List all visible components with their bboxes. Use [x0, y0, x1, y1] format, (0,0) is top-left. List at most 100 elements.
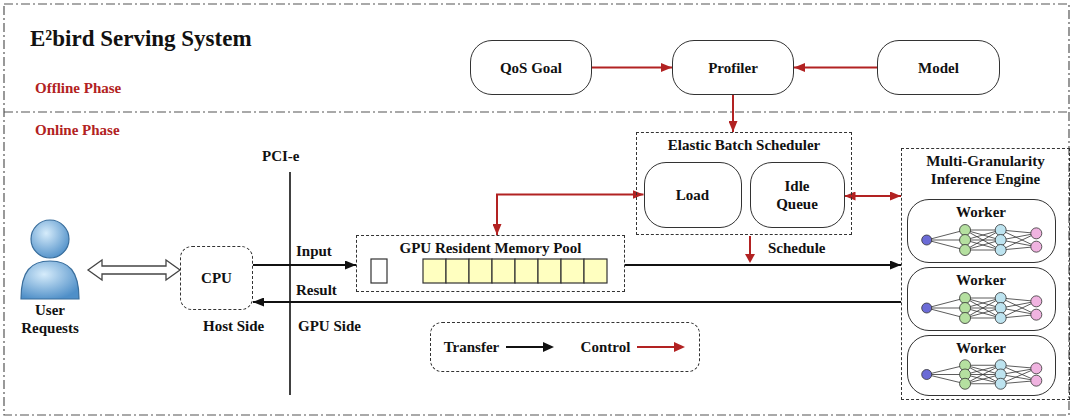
net-neuron	[1030, 309, 1041, 320]
control-arrow	[794, 67, 877, 69]
net-neuron	[995, 244, 1006, 255]
input-box: QoS Goal	[470, 40, 592, 95]
net-neuron	[959, 224, 970, 235]
node-label: Idle Queue	[776, 177, 818, 213]
person-body	[21, 261, 79, 299]
legend-box: Transfer Control	[430, 322, 700, 372]
control-arrow	[845, 195, 902, 197]
memory-cell	[469, 259, 492, 283]
memory-cells	[367, 258, 622, 286]
double-arrow	[88, 260, 180, 280]
net-link	[926, 308, 964, 318]
net-link	[926, 374, 964, 383]
annotation-label: GPU Side	[298, 318, 361, 335]
net-link	[926, 240, 964, 250]
node-label: Elastic Batch Scheduler	[668, 136, 821, 154]
net-link	[926, 298, 964, 308]
net-neuron	[959, 378, 970, 389]
legend-item: Control	[581, 338, 687, 356]
net-neuron	[995, 224, 1006, 235]
legend-line	[637, 346, 676, 348]
net-neuron	[959, 312, 970, 323]
memory-cell	[446, 259, 469, 283]
node-label: QoS Goal	[500, 59, 562, 77]
control-arrow	[497, 195, 644, 236]
schedule-arrowhead	[745, 254, 755, 263]
legend-text: Transfer	[444, 338, 500, 356]
memory-cell	[423, 259, 446, 283]
worker-box: Worker	[907, 267, 1056, 331]
transfer-arrow	[253, 264, 356, 266]
neural-net-icon	[913, 356, 1050, 393]
annotation-label: Offline Phase	[35, 80, 121, 97]
memory-cell	[584, 259, 607, 283]
net-neuron	[959, 234, 970, 245]
memory-cell	[561, 259, 584, 283]
net-link	[926, 230, 964, 240]
neural-net-icon	[913, 220, 1050, 260]
net-neuron	[959, 302, 970, 313]
memory-cell	[538, 259, 561, 283]
phase-separator	[4, 111, 1069, 112]
engine-group: Multi-Granularity Inference EngineWorker…	[901, 148, 1070, 400]
legend-arrow-sample	[505, 341, 555, 353]
node-label: Model	[918, 59, 959, 77]
legend-item: Transfer	[444, 338, 556, 356]
worker-box: Worker	[907, 335, 1056, 396]
net-neuron	[959, 292, 970, 303]
net-neuron	[1030, 241, 1041, 252]
legend-arrow-sample	[636, 341, 686, 353]
net-neuron	[995, 302, 1006, 313]
net-neuron	[995, 312, 1006, 323]
control-arrow	[732, 95, 734, 132]
node-label: GPU Resident Memory Pool	[399, 239, 581, 257]
person-icon	[15, 215, 85, 301]
annotation-label: Schedule	[768, 240, 826, 257]
net-neuron	[921, 235, 931, 245]
annotation-label: PCI-e	[262, 148, 300, 165]
schedule-arrow	[749, 236, 751, 256]
legend-text: Control	[581, 338, 631, 356]
net-neuron	[995, 234, 1006, 245]
process-box: Profiler	[672, 40, 794, 95]
legend-line	[506, 346, 545, 348]
outer-frame	[4, 4, 1069, 415]
node-label: Worker	[956, 339, 1006, 357]
net-neuron	[995, 378, 1006, 389]
transfer-arrow	[625, 264, 901, 266]
legend-head	[543, 342, 554, 352]
memory-cell	[371, 259, 387, 283]
legend-head	[674, 342, 685, 352]
memory-cell	[515, 259, 538, 283]
node-label: Multi-Granularity Inference Engine	[902, 152, 1069, 188]
control-arrow	[592, 67, 672, 69]
user-actor: User Requests	[8, 212, 92, 347]
figure-title: E²bird Serving System	[30, 26, 252, 52]
net-neuron	[959, 244, 970, 255]
cpu-box: CPU	[180, 246, 253, 310]
net-neuron	[1030, 362, 1041, 373]
net-link	[926, 365, 964, 374]
transfer-arrow	[253, 301, 901, 303]
net-neuron	[921, 303, 931, 313]
edge-label: Result	[296, 282, 337, 299]
node-label: CPU	[201, 269, 232, 287]
queue-box: Idle Queue	[750, 162, 845, 228]
pcie-bus-line	[289, 172, 291, 395]
node-label: Worker	[956, 271, 1006, 289]
net-neuron	[995, 292, 1006, 303]
node-label: Worker	[956, 203, 1006, 221]
net-neuron	[1030, 375, 1041, 386]
neural-net-icon	[913, 288, 1050, 328]
annotation-label: Host Side	[203, 318, 264, 335]
net-neuron	[1030, 227, 1041, 238]
annotation-label: Online Phase	[35, 122, 120, 139]
person-head	[31, 220, 69, 258]
memory-pool: GPU Resident Memory Pool	[356, 235, 625, 292]
net-neuron	[921, 369, 931, 379]
node-label: Load	[676, 186, 709, 204]
node-label: Profiler	[708, 59, 758, 77]
input-box: Model	[877, 40, 1000, 95]
node-label: User Requests	[21, 301, 79, 337]
